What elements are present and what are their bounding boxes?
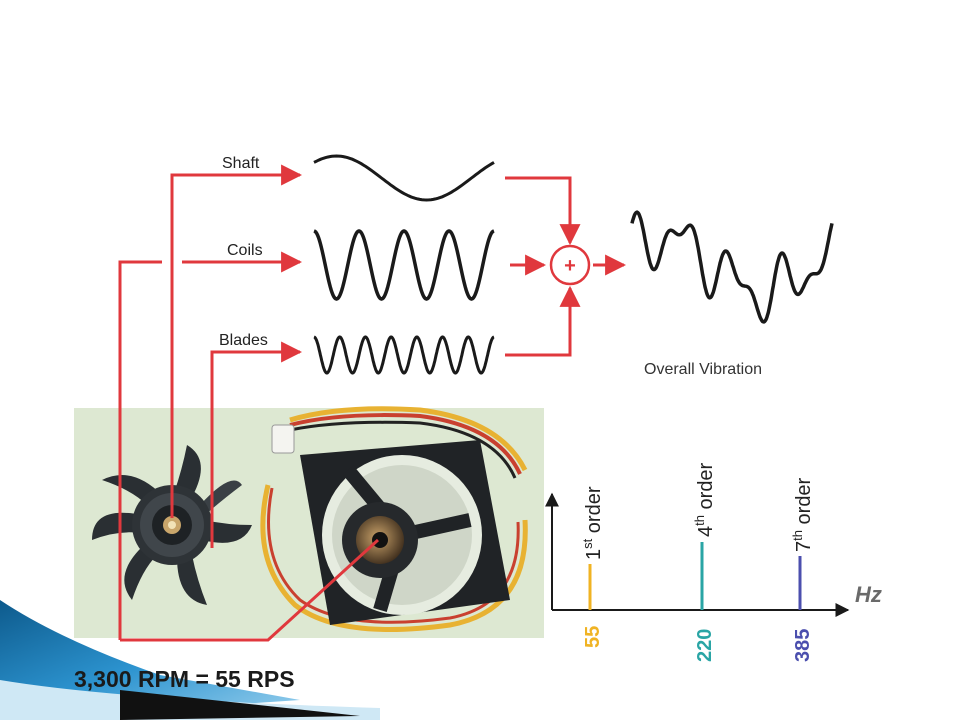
blades-label: Blades	[219, 332, 268, 349]
spectrum-line-4: 4th order 220	[692, 462, 717, 662]
spectrum-axis-unit: Hz	[855, 582, 882, 607]
signal-paths	[118, 164, 627, 642]
housing-path	[120, 538, 380, 642]
freq-label-7: 385	[792, 629, 814, 662]
shaft-path	[170, 164, 303, 518]
shaft-to-sum	[505, 176, 581, 246]
coils-waveform	[313, 229, 495, 301]
order-label-7: 7th order	[790, 477, 815, 552]
spectrum-line-1: 1st order 55	[580, 486, 605, 648]
shaft-waveform	[313, 154, 495, 202]
fan-rotor-icon	[92, 445, 252, 605]
overall-waveform	[630, 210, 834, 324]
overall-vibration-label: Overall Vibration	[644, 361, 762, 378]
rpm-caption: 3,300 RPM = 55 RPS	[74, 666, 295, 692]
coils-path	[118, 260, 162, 640]
slide-corner-decoration	[0, 600, 380, 720]
shaft-label: Shaft	[222, 155, 260, 172]
blades-waveform	[313, 335, 495, 375]
order-label-1: 1st order	[580, 486, 605, 560]
sum-symbol: +	[564, 255, 576, 277]
freq-label-1: 55	[582, 626, 604, 648]
spectrum-line-7: 7th order 385	[790, 477, 815, 662]
blades-path	[210, 341, 303, 548]
coils-label: Coils	[227, 242, 263, 259]
freq-label-4: 220	[694, 629, 716, 662]
fan-housing-icon	[260, 406, 528, 632]
order-label-4: 4th order	[692, 462, 717, 537]
blades-to-sum	[505, 285, 581, 357]
summing-junction-icon: +	[549, 244, 591, 286]
